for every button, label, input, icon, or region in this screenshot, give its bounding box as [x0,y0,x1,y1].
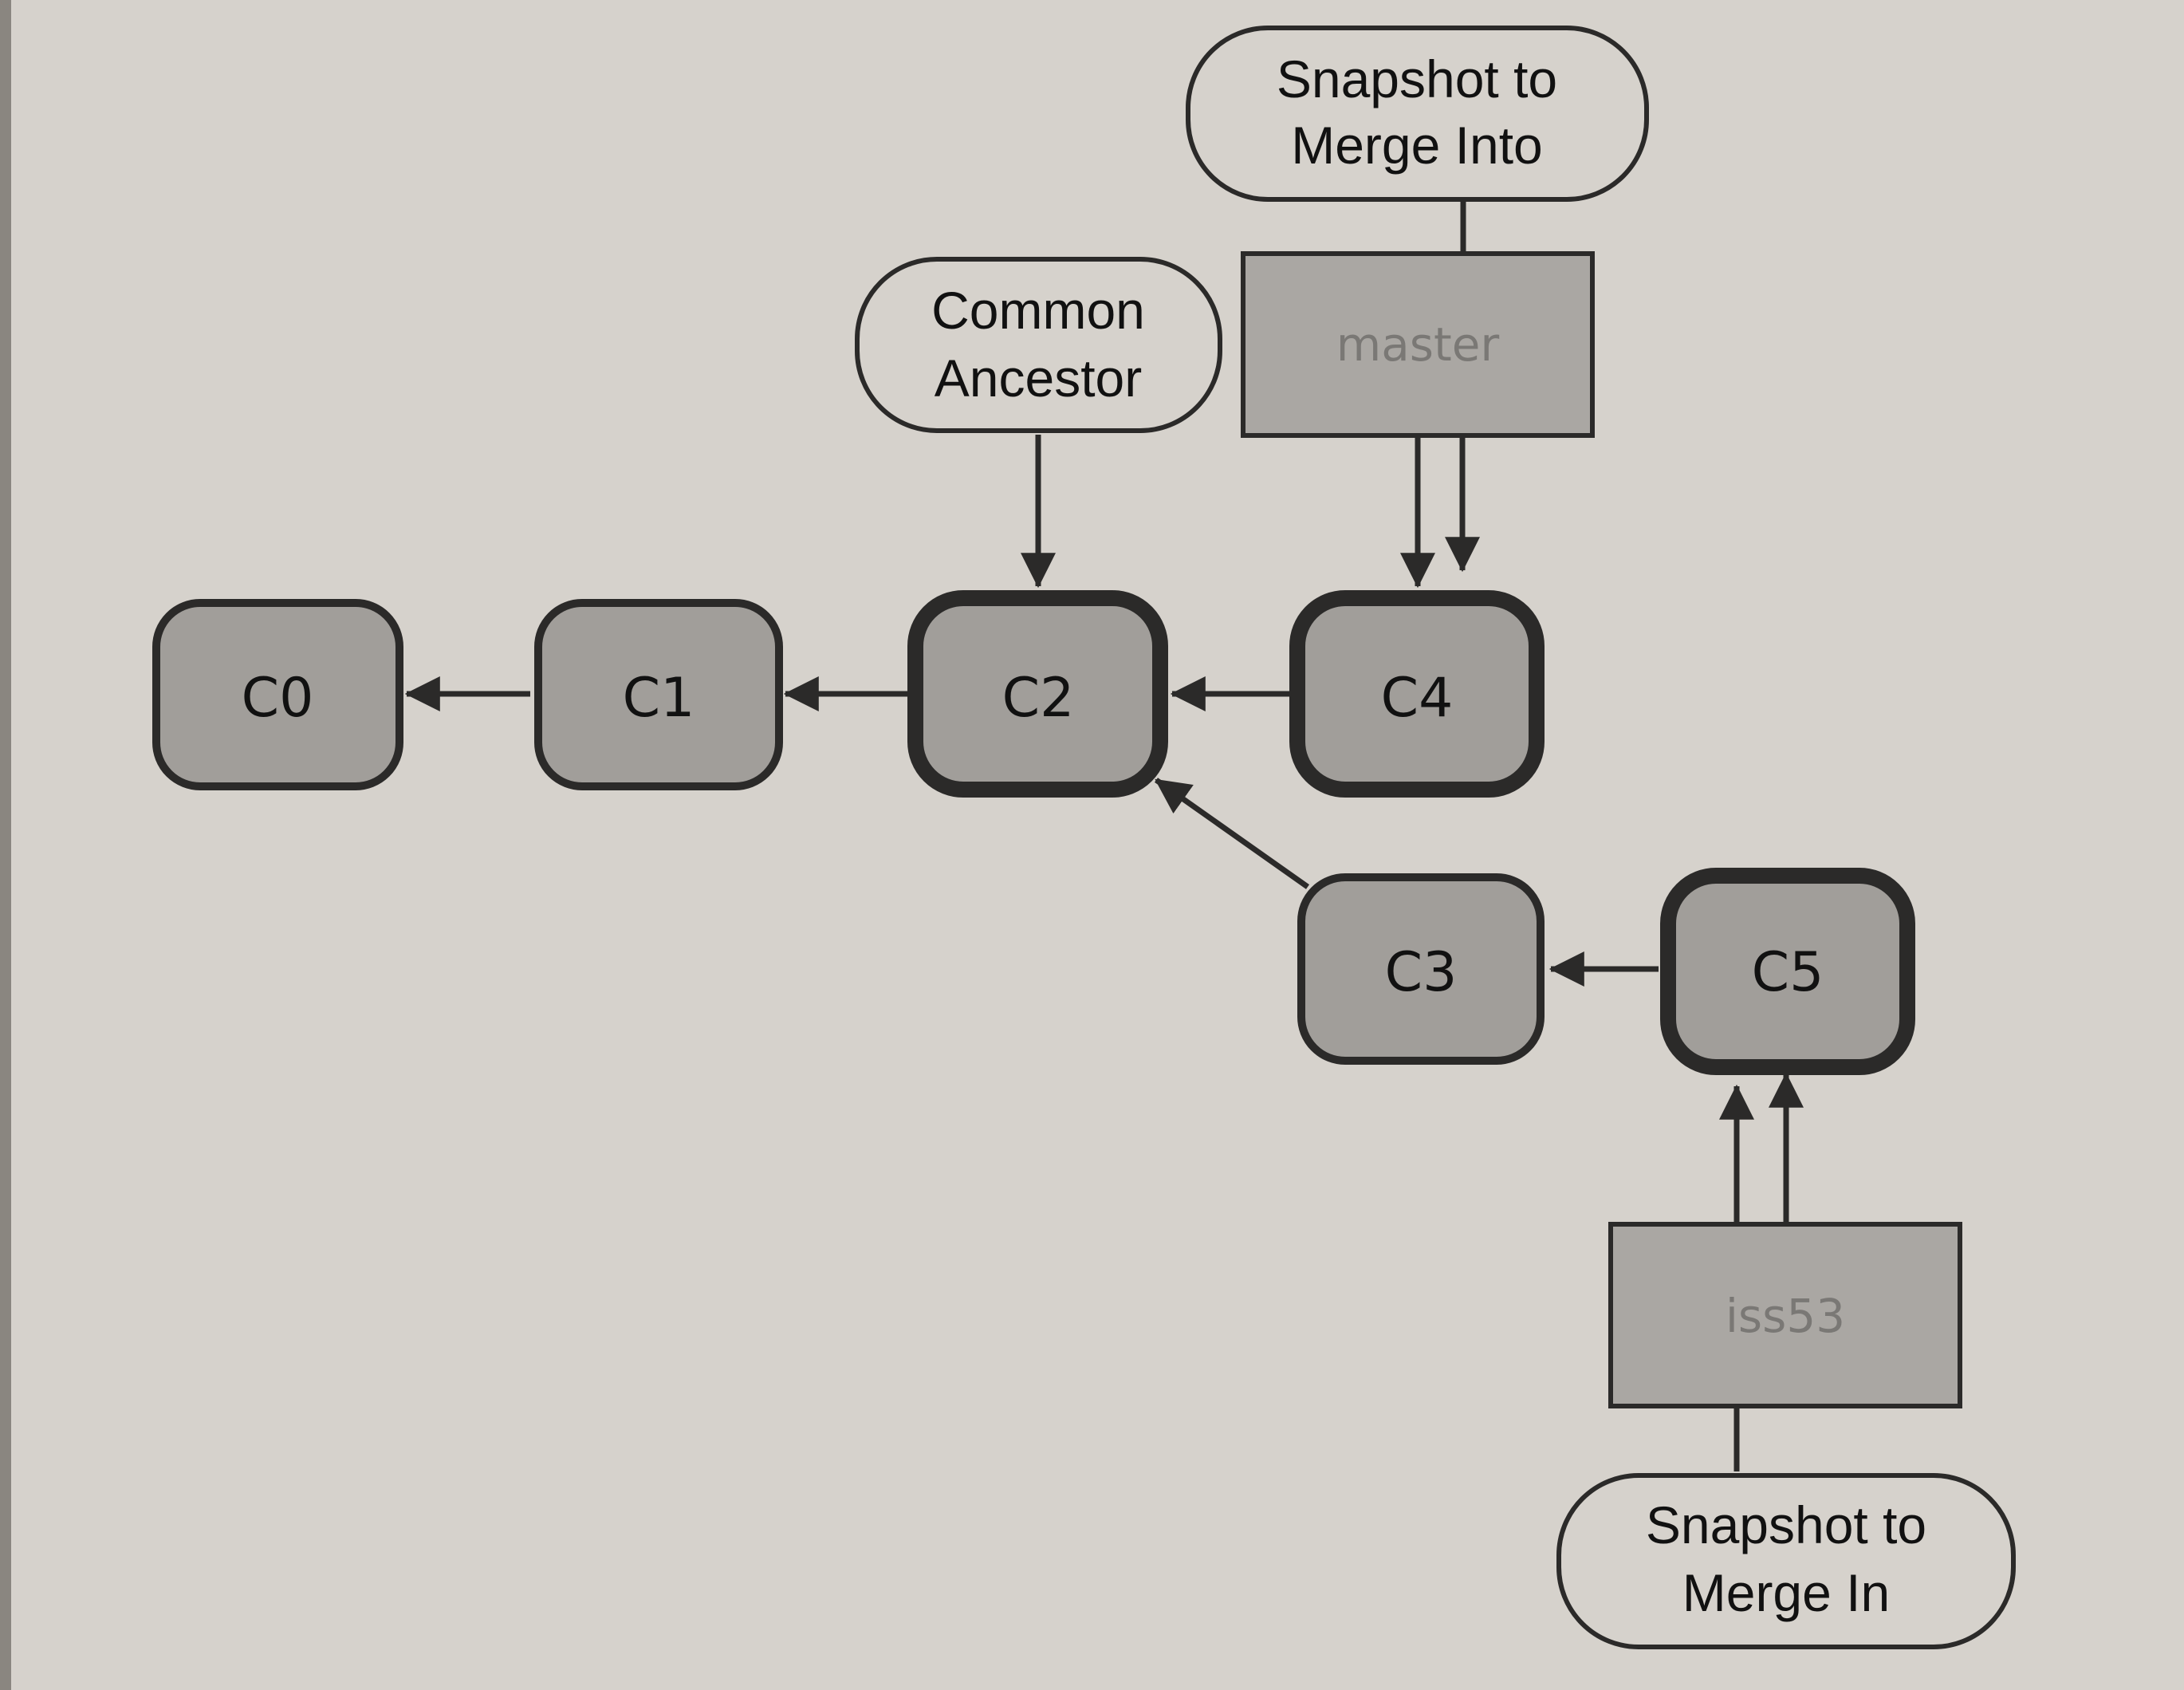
callout-merge-into: Snapshot to Merge Into [1186,26,1649,202]
commit-c1[interactable]: C1 [534,599,783,790]
branch-master[interactable]: master [1241,251,1595,438]
callout-merge-into-line2: Merge Into [1291,116,1543,175]
commit-label-c2: C2 [1002,667,1075,730]
commit-label-c4: C4 [1381,667,1454,730]
branch-label-iss53: iss53 [1726,1289,1845,1343]
callout-merge-into-line1: Snapshot to [1277,49,1557,108]
branch-label-master: master [1336,317,1500,372]
callout-common-ancestor: Common Ancestor [855,257,1222,433]
commit-c5[interactable]: C5 [1660,868,1915,1075]
commit-label-c1: C1 [623,667,695,730]
callout-merge-in: Snapshot to Merge In [1556,1473,2016,1649]
callout-merge-in-line1: Snapshot to [1646,1495,1926,1554]
commit-label-c5: C5 [1752,941,1824,1004]
edge-c3-c2 [1154,778,1310,889]
callout-common-ancestor-line1: Common [931,281,1145,340]
commit-c3[interactable]: C3 [1297,873,1545,1065]
commit-label-c3: C3 [1385,941,1458,1004]
callout-merge-in-line2: Merge In [1682,1563,1890,1622]
callout-common-ancestor-line2: Ancestor [935,349,1142,408]
commit-c4[interactable]: C4 [1289,590,1545,798]
commit-label-c0: C0 [242,667,314,730]
page-edge [0,0,11,1690]
commit-c2[interactable]: C2 [907,590,1168,798]
branch-iss53[interactable]: iss53 [1608,1222,1962,1408]
commit-c0[interactable]: C0 [152,599,403,790]
